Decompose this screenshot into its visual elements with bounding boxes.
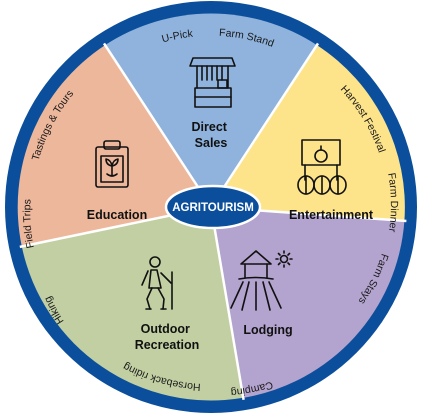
sector-outdoor-recreation (21, 207, 244, 401)
sector-lodging (211, 207, 405, 398)
sector-direct-sales (105, 13, 317, 208)
direct-sales-title: Direct Sales (192, 120, 231, 150)
outdoor-recreation-title: Outdoor Recreation (135, 322, 200, 352)
center-label: AGRITOURISM (172, 202, 254, 214)
sector-education (17, 45, 212, 247)
center-hub (164, 184, 262, 230)
hiker-icon (141, 256, 173, 310)
barn-field-sun-icon (230, 250, 293, 311)
example-field-trips: Field Trips (21, 199, 37, 249)
pumpkin-sign-icon (297, 139, 347, 195)
lodging-title: Lodging (243, 323, 292, 337)
sector-entertainment (211, 45, 405, 221)
entertainment-title: Entertainment (289, 208, 374, 222)
education-title: Education (87, 208, 147, 222)
clipboard-sprout-icon (95, 140, 129, 188)
farm-stand-icon (189, 57, 236, 108)
example-farm-dinner: Farm Dinner (385, 172, 400, 233)
